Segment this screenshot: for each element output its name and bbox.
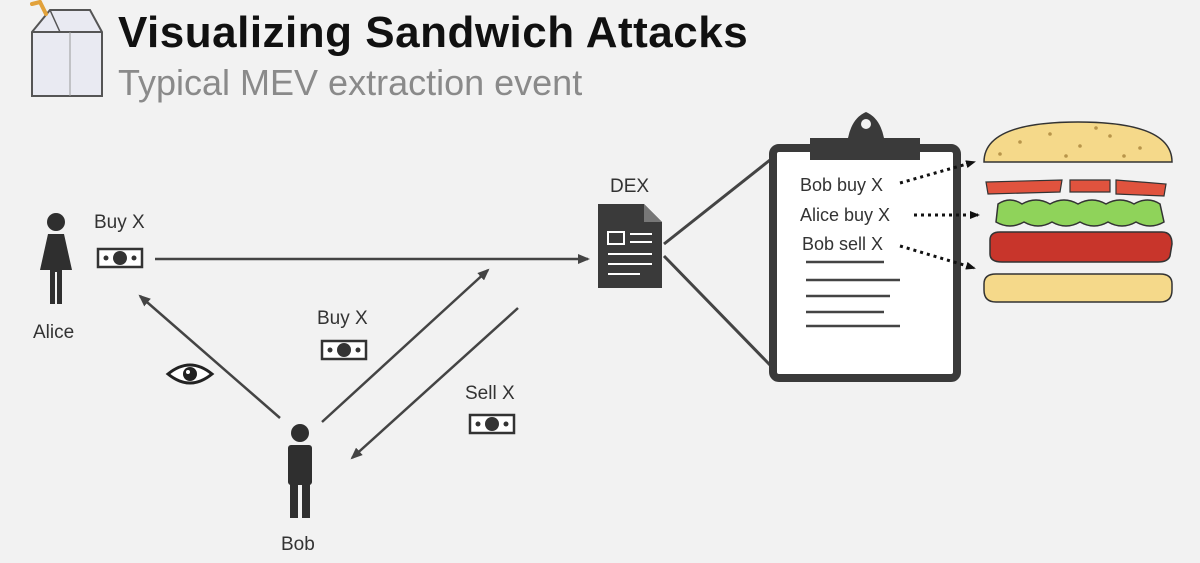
bob-sell-label: Sell X [465, 383, 515, 404]
clipboard-line-bob-sell: Bob sell X [802, 234, 884, 254]
money-icon-bob-buy [320, 339, 368, 361]
bob-label: Bob [281, 534, 315, 555]
arrow-dex-sell-to-bob [350, 307, 519, 460]
zoom-line-top [663, 158, 771, 246]
page-subtitle: Typical MEV extraction event [118, 62, 583, 103]
alice-label: Alice [33, 322, 75, 343]
arrow-bob-buy-to-dex [321, 268, 490, 423]
alice-buy-label: Buy X [94, 212, 145, 233]
alice-person-icon [40, 213, 72, 304]
dex-document-icon [598, 204, 662, 288]
dotted-arrow-bob-sell [899, 244, 976, 270]
eye-icon [165, 363, 215, 385]
clipboard-line-bob-buy: Bob buy X [800, 175, 884, 195]
zoom-line-bottom [662, 254, 772, 367]
bob-person-icon [288, 424, 312, 518]
dotted-arrow-bob-buy [899, 160, 976, 185]
sandwich-icon [983, 121, 1173, 303]
clipboard-line-alice-buy: Alice buy X [800, 205, 891, 225]
clipboard-icon [769, 112, 961, 382]
bob-buy-label: Buy X [317, 308, 368, 329]
dex-label: DEX [610, 176, 650, 197]
arrow-bob-watches-alice [138, 294, 281, 419]
milk-carton-logo [30, 0, 103, 97]
page-title: Visualizing Sandwich Attacks [118, 8, 749, 57]
money-icon-alice-buy [96, 247, 144, 269]
money-icon-bob-sell [468, 413, 516, 435]
